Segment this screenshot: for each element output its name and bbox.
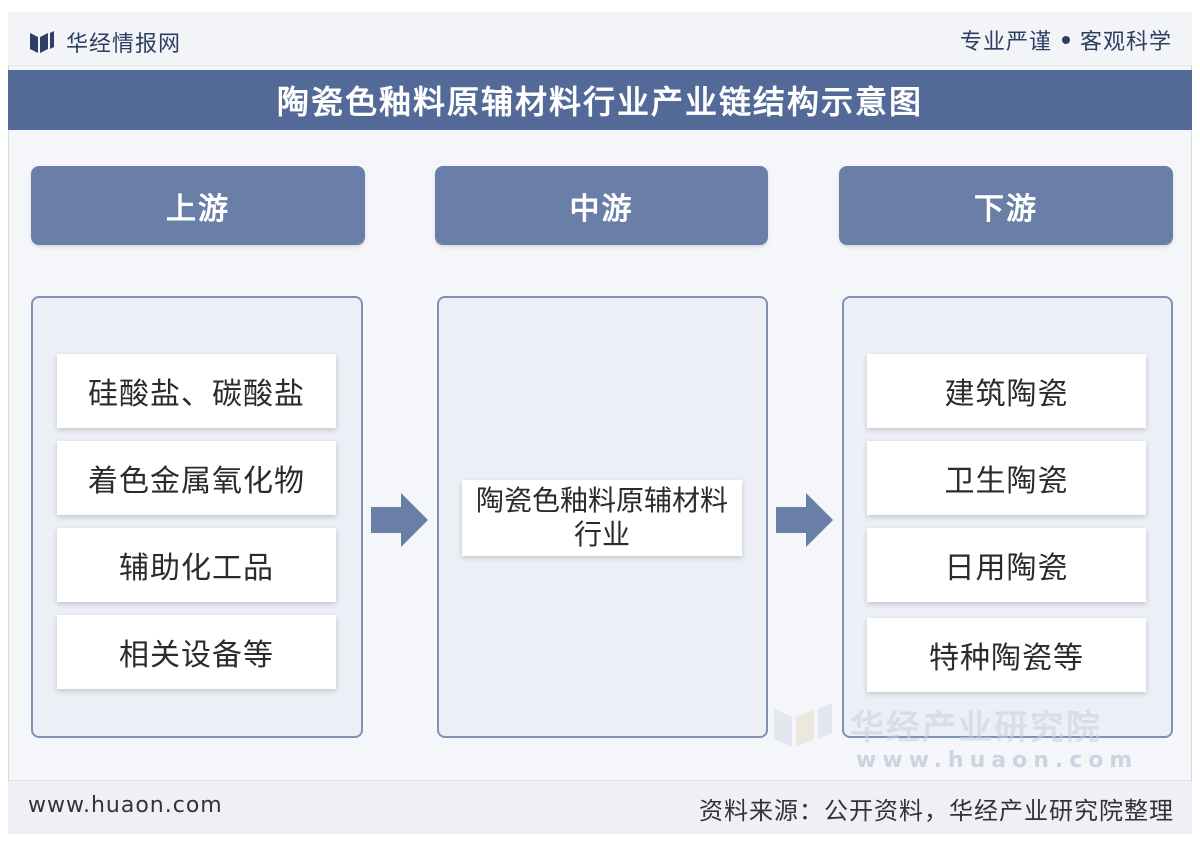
footer [8,780,1192,834]
upstream-label: 上游 [166,191,230,227]
downstream-item: 特种陶瓷等 [867,618,1146,692]
downstream-item: 卫生陶瓷 [867,441,1146,515]
upstream-item: 辅助化工品 [57,528,336,602]
downstream-item: 日用陶瓷 [867,528,1146,602]
midstream-label: 中游 [569,191,634,227]
slogan-dot-icon [1061,36,1070,44]
midstream-header: 中游 [435,166,768,245]
watermark-url: www.huaon.com [856,748,1139,773]
upstream-item: 相关设备等 [57,615,336,689]
slogan-left: 专业严谨 [959,30,1052,55]
slogan-right: 客观科学 [1079,30,1172,55]
logo-icon [30,31,54,53]
downstream-item: 建筑陶瓷 [867,354,1146,428]
slogan: 专业严谨 客观科学 [960,24,1172,56]
logo: 华经情报网 [28,28,182,57]
title-bar: 陶瓷色釉料原辅材料行业产业链结构示意图 [8,70,1192,130]
right-arrow-icon [776,493,833,547]
downstream-label: 下游 [974,191,1038,227]
top-bar [8,12,1192,66]
midstream-item: 陶瓷色釉料原辅材料行业 [462,480,742,556]
diagram-title: 陶瓷色釉料原辅材料行业产业链结构示意图 [276,83,923,121]
footer-source: 资料来源：公开资料，华经产业研究院整理 [699,797,1174,825]
watermark: 华经产业研究院 [770,700,1102,749]
upstream-item: 硅酸盐、碳酸盐 [57,354,336,428]
logo-text: 华经情报网 [66,32,182,57]
downstream-header: 下游 [839,166,1173,245]
watermark-text: 华经产业研究院 [850,708,1102,748]
watermark-logo-icon [774,702,832,747]
right-arrow-icon [371,493,428,547]
footer-url[interactable]: www.huaon.com [28,793,223,818]
upstream-header: 上游 [31,166,365,245]
upstream-item: 着色金属氧化物 [57,441,336,515]
